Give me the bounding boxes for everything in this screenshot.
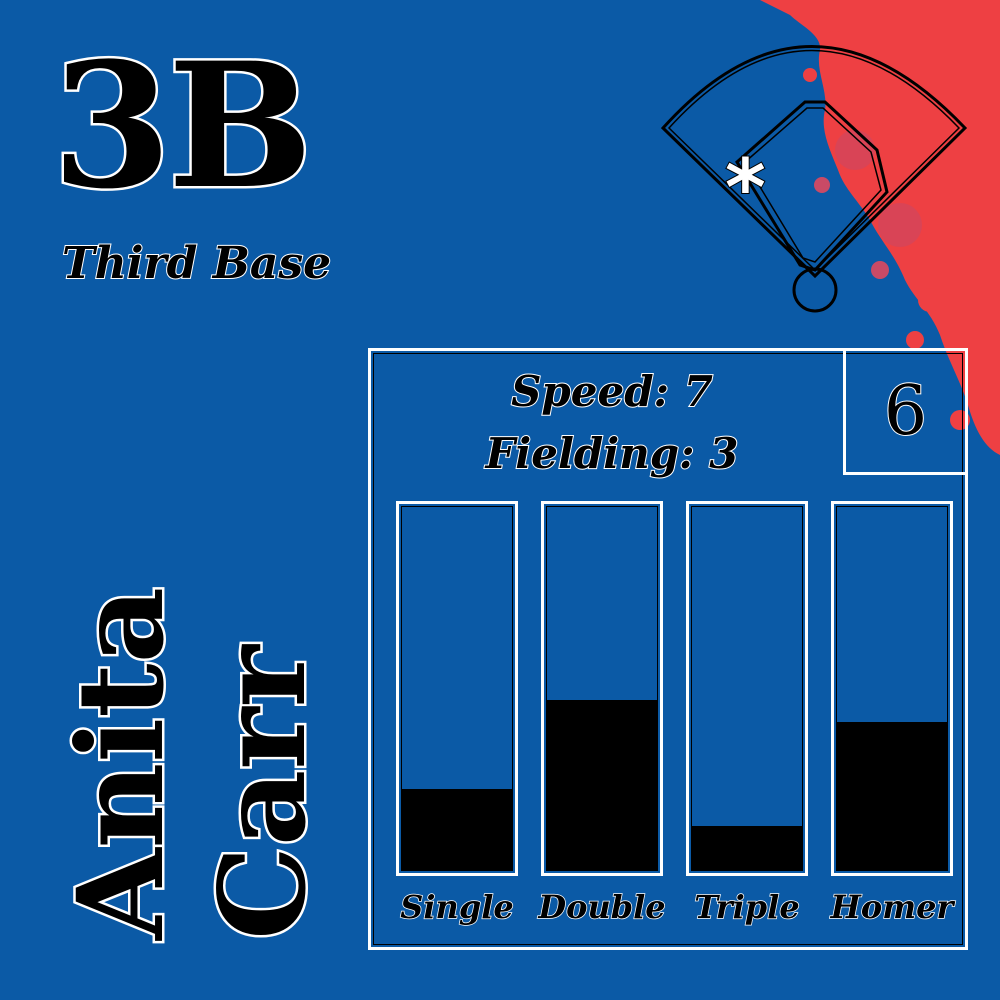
hit-bar-fill bbox=[402, 788, 512, 870]
speed-stat: Speed: 7 bbox=[510, 367, 714, 416]
stats-panel: Speed: 7 Fielding: 3 6 Single Double Tri… bbox=[368, 348, 968, 950]
hit-label-triple: Triple bbox=[694, 888, 801, 926]
asterisk-position-icon: * bbox=[724, 143, 767, 235]
player-last-name: Carr bbox=[191, 643, 335, 943]
hit-bar-fill bbox=[547, 700, 657, 870]
card-number-box: 6 bbox=[843, 351, 965, 475]
hit-bar-triple bbox=[686, 501, 808, 876]
card-number: 6 bbox=[883, 371, 928, 452]
hit-bar-fill bbox=[837, 722, 947, 870]
fielding-stat: Fielding: 3 bbox=[484, 429, 739, 478]
player-first-name: Anita bbox=[49, 584, 193, 942]
hit-label-single: Single bbox=[400, 888, 515, 926]
hit-bar-single bbox=[396, 501, 518, 876]
hit-bar-homer bbox=[831, 501, 953, 876]
hit-label-homer: Homer bbox=[830, 888, 954, 926]
position-name: Third Base bbox=[61, 238, 332, 289]
player-name: Anita Carr bbox=[49, 584, 335, 943]
svg-text:*: * bbox=[725, 144, 766, 234]
hit-bar-fill bbox=[692, 825, 802, 870]
hit-bar-double bbox=[541, 501, 663, 876]
hit-label-double: Double bbox=[538, 888, 667, 926]
baseball-diamond-icon: * bbox=[660, 45, 968, 313]
position-code: 3B bbox=[49, 24, 315, 227]
